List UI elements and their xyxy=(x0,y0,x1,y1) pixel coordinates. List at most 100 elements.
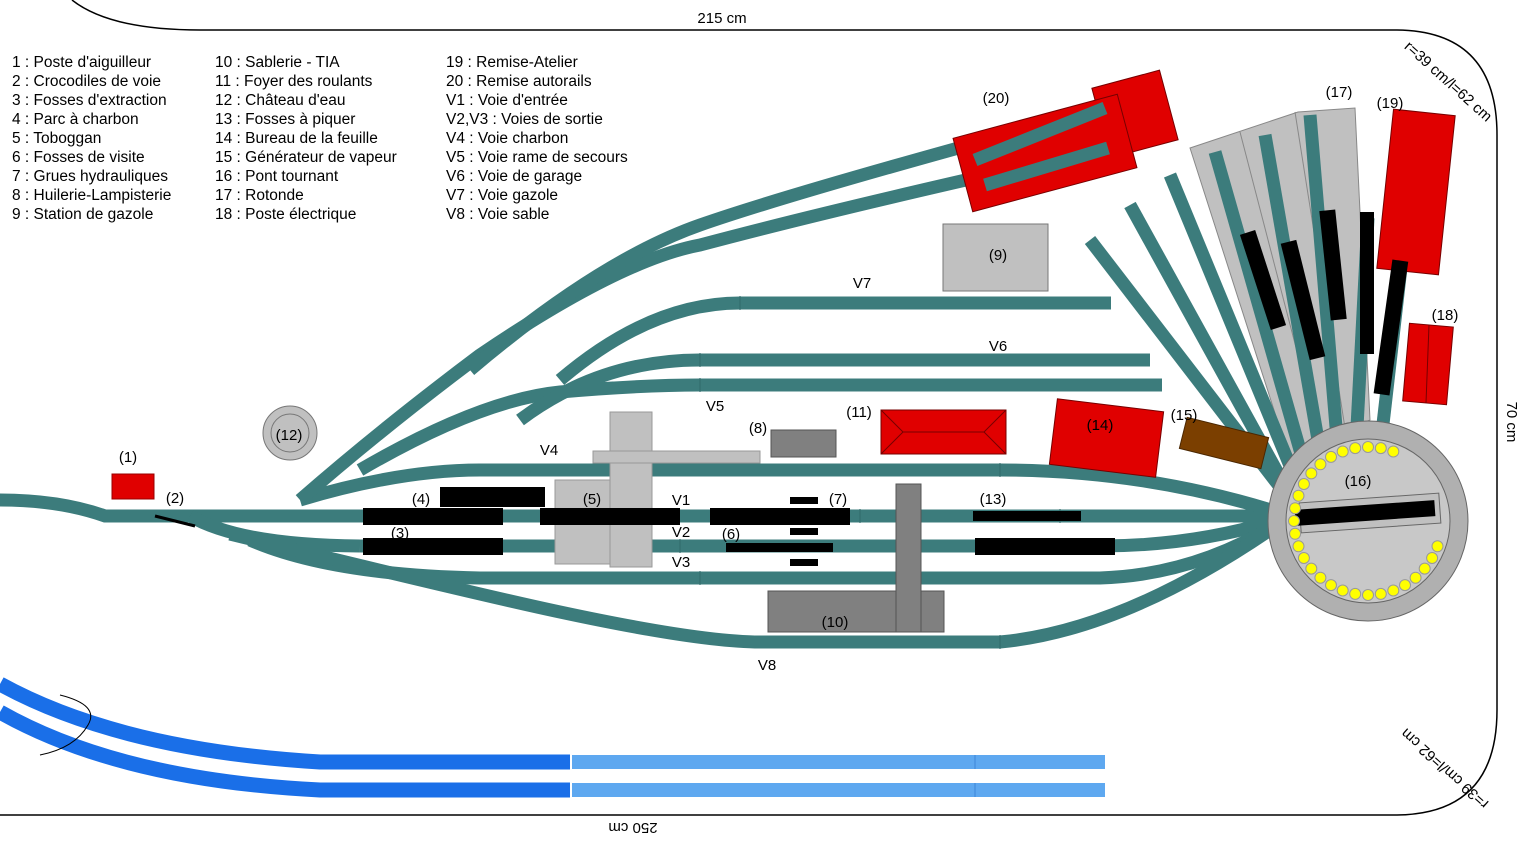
track-label-v8: V8 xyxy=(758,657,776,674)
legend-item: V8 : Voie sable xyxy=(446,206,550,223)
main-line xyxy=(0,677,1105,798)
marker-12: (12) xyxy=(276,427,303,444)
poste-aiguilleur xyxy=(111,473,155,500)
marker-5: (5) xyxy=(583,491,601,508)
turntable-light xyxy=(1288,515,1300,527)
legend-item: 13 : Fosses à piquer xyxy=(215,111,356,128)
legend-item: 10 : Sablerie - TIA xyxy=(215,54,340,71)
marker-4: (4) xyxy=(412,491,430,508)
turntable-light xyxy=(1325,579,1337,592)
legend-item: V5 : Voie rame de secours xyxy=(446,149,628,166)
marker-16: (16) xyxy=(1345,473,1372,490)
marker-2: (2) xyxy=(166,490,184,507)
turntable-light xyxy=(1374,587,1387,600)
dimension-right: 70 cm xyxy=(1503,402,1520,443)
turntable-light xyxy=(1362,441,1374,453)
parc-charbon xyxy=(440,487,545,507)
track-label-v1: V1 xyxy=(672,492,690,509)
legend-item: 19 : Remise-Atelier xyxy=(446,54,578,71)
turntable-light xyxy=(1349,442,1362,455)
marker-17: (17) xyxy=(1326,84,1353,101)
legend-item: 16 : Pont tournant xyxy=(215,168,339,185)
marker-19: (19) xyxy=(1377,95,1404,112)
turntable-light xyxy=(1305,562,1318,575)
legend-item: V7 : Voie gazole xyxy=(446,187,559,204)
legend-item: 9 : Station de gazole xyxy=(12,206,154,223)
turntable-light xyxy=(1289,527,1302,540)
legend-item: 8 : Huilerie-Lampisterie xyxy=(12,187,172,204)
marker-18: (18) xyxy=(1432,307,1459,324)
turntable-light xyxy=(1289,502,1302,515)
turntable-light xyxy=(1418,562,1431,575)
legend-item: 5 : Toboggan xyxy=(12,130,102,147)
marker-20: (20) xyxy=(983,90,1010,107)
legend-item: 20 : Remise autorails xyxy=(446,73,592,90)
turntable-light xyxy=(1297,552,1310,564)
marker-7: (7) xyxy=(829,491,847,508)
legend-item: 17 : Rotonde xyxy=(215,187,304,204)
turntable-light xyxy=(1426,552,1439,564)
turntable-light xyxy=(1409,571,1422,584)
track-label-v2: V2 xyxy=(672,524,690,541)
legend-item: 12 : Château d'eau xyxy=(215,92,346,109)
markers: (1) (2) (3) (4) (5) (6) (7) (8) (9) (10)… xyxy=(119,84,1459,631)
legend: 1 : Poste d'aiguilleur 2 : Crocodiles de… xyxy=(0,0,700,240)
marker-3: (3) xyxy=(391,525,409,542)
track-label-v4: V4 xyxy=(540,442,558,459)
legend-item: 6 : Fosses de visite xyxy=(12,149,145,166)
turntable-light xyxy=(1325,450,1337,463)
turntable-light xyxy=(1387,445,1400,458)
legend-item: 4 : Parc à charbon xyxy=(12,111,139,128)
turntable-light xyxy=(1362,589,1374,601)
turntable-light xyxy=(1349,587,1362,600)
turntable xyxy=(1267,420,1469,622)
turntable-light xyxy=(1314,571,1327,584)
marker-10: (10) xyxy=(822,614,849,631)
marker-15: (15) xyxy=(1171,407,1198,424)
turntable-light xyxy=(1292,489,1305,502)
marker-9: (9) xyxy=(989,247,1007,264)
buildings xyxy=(111,69,1456,633)
legend-item: 11 : Foyer des roulants xyxy=(215,73,373,90)
legend-item: V2,V3 : Voies de sortie xyxy=(446,111,603,128)
remise-tracks xyxy=(972,101,1110,192)
marker-14: (14) xyxy=(1087,417,1114,434)
turntable-light xyxy=(1399,579,1411,592)
turntable-light xyxy=(1336,584,1349,597)
legend-item: 3 : Fosses d'extraction xyxy=(12,92,167,109)
board-outline xyxy=(0,0,1498,816)
marker-11: (11) xyxy=(846,404,872,421)
turntable-light xyxy=(1387,584,1400,597)
dimension-bottom: 250 cm xyxy=(608,819,657,836)
marker-8: (8) xyxy=(749,420,767,437)
legend-item: V1 : Voie d'entrée xyxy=(446,92,568,109)
marker-13: (13) xyxy=(980,491,1007,508)
legend-item: 2 : Crocodiles de voie xyxy=(12,73,162,90)
track-labels: V1 V2 V3 V4 V5 V6 V7 V8 xyxy=(540,275,1007,674)
turntable-light xyxy=(1336,445,1349,458)
turntable-lights xyxy=(1288,441,1444,601)
dimension-curve-bottom: r=39 cm/l=62 cm xyxy=(1398,725,1492,812)
turntable-light xyxy=(1297,478,1310,490)
crocodiles xyxy=(154,514,196,528)
legend-item: V4 : Voie charbon xyxy=(446,130,569,147)
track-label-v6: V6 xyxy=(989,338,1007,355)
tracks xyxy=(0,101,1425,649)
track-label-v7: V7 xyxy=(853,275,871,292)
turntable-light xyxy=(1431,540,1444,553)
dimension-top: 215 cm xyxy=(697,10,746,27)
legend-item: 7 : Grues hydrauliques xyxy=(12,168,168,185)
track-label-v5: V5 xyxy=(706,398,724,415)
turntable-light xyxy=(1374,442,1387,455)
marker-1: (1) xyxy=(119,449,137,466)
legend-item: 15 : Générateur de vapeur xyxy=(215,149,397,166)
marker-6: (6) xyxy=(722,526,740,543)
legend-item: 14 : Bureau de la feuille xyxy=(215,130,378,147)
legend-item: 1 : Poste d'aiguilleur xyxy=(12,54,152,71)
track-label-v3: V3 xyxy=(672,554,690,571)
legend-item: 18 : Poste électrique xyxy=(215,206,357,223)
turntable-light xyxy=(1305,467,1318,480)
turntable-light xyxy=(1292,540,1305,553)
